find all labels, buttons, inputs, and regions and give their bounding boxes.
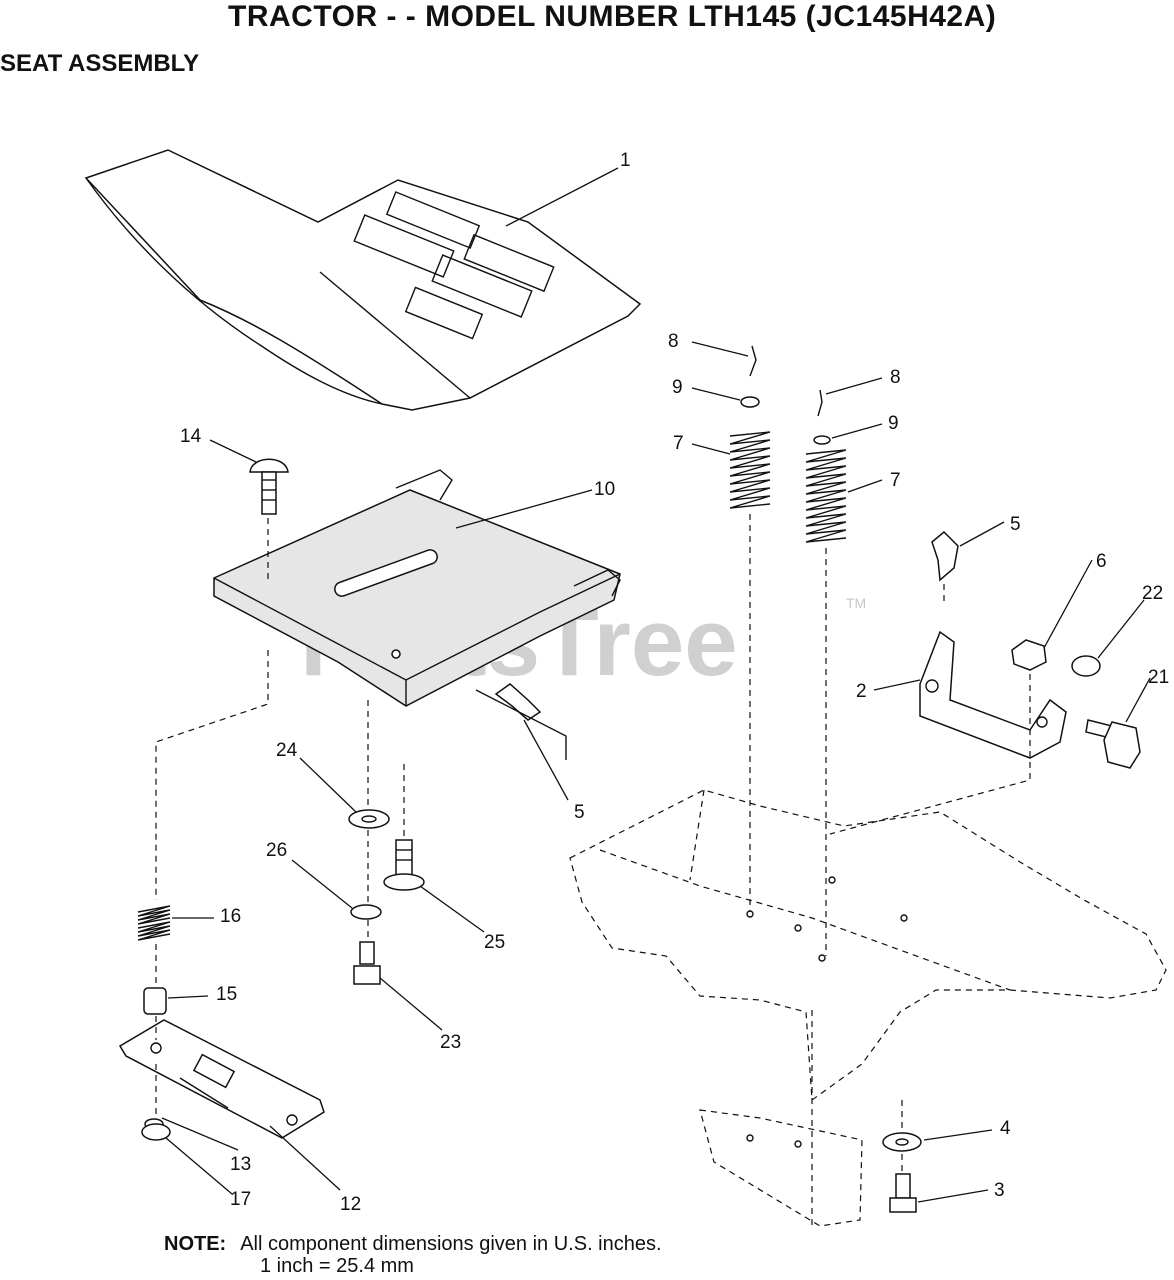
part-pivot-bracket[interactable]	[919, 630, 1067, 759]
part-washer-17[interactable]	[141, 1123, 171, 1141]
callout-25: 25	[484, 932, 505, 953]
callout-13: 13	[230, 1154, 251, 1175]
callout-9-left: 9	[672, 377, 683, 398]
callout-6: 6	[1096, 551, 1107, 572]
part-spring-16[interactable]	[137, 905, 171, 941]
callout-7-left: 7	[673, 433, 684, 454]
callout-22: 22	[1142, 583, 1163, 604]
callout-16: 16	[220, 906, 241, 927]
callout-17: 17	[230, 1189, 251, 1210]
note-label: NOTE:	[164, 1233, 227, 1255]
watermark-tm: TM	[846, 595, 866, 611]
part-shoulder-bolt-21[interactable]	[1085, 719, 1141, 769]
part-seat[interactable]	[84, 149, 642, 411]
callout-3: 3	[994, 1180, 1005, 1201]
callout-14: 14	[180, 426, 202, 447]
note-line-2: 1 inch = 25.4 mm	[260, 1255, 414, 1277]
footnote: NOTE: All component dimensions given in U…	[164, 1233, 662, 1277]
part-clip-right[interactable]	[931, 530, 959, 582]
note-line-1: All component dimensions given in U.S. i…	[240, 1233, 662, 1255]
part-adjust-bracket[interactable]	[118, 1019, 325, 1139]
callout-21: 21	[1148, 667, 1169, 688]
callout-8-right: 8	[890, 367, 901, 388]
part-seat-pan[interactable]	[213, 469, 621, 707]
part-lockwasher-26[interactable]	[350, 904, 382, 920]
part-stack-right[interactable]	[805, 389, 847, 543]
part-washer-4[interactable]	[882, 1132, 922, 1152]
callout-26: 26	[266, 840, 287, 861]
callout-7-right: 7	[890, 470, 901, 491]
callout-9-right: 9	[888, 413, 899, 434]
part-bushing-22[interactable]	[1071, 655, 1101, 677]
callout-1: 1	[620, 150, 631, 171]
part-hex-bolt-3[interactable]	[889, 1173, 917, 1213]
assembly-lines	[155, 514, 1031, 1172]
tractor-frame	[569, 789, 1167, 1228]
part-bushing-15[interactable]	[143, 987, 167, 1015]
callout-23: 23	[440, 1032, 461, 1053]
callout-15: 15	[216, 984, 237, 1005]
callout-10: 10	[594, 479, 615, 500]
part-washer-24[interactable]	[348, 809, 390, 829]
section-title: SEAT ASSEMBLY	[0, 50, 200, 77]
callout-24: 24	[276, 740, 298, 761]
part-hex-bolt-23[interactable]	[353, 941, 381, 985]
callout-8-left: 8	[668, 331, 679, 352]
callout-2: 2	[856, 681, 867, 702]
callout-4: 4	[1000, 1118, 1011, 1139]
callout-5-left: 5	[574, 802, 585, 823]
diagram-title: TRACTOR - - MODEL NUMBER LTH145 (JC145H4…	[228, 0, 997, 33]
part-stack-left[interactable]	[729, 345, 771, 509]
part-nut-6[interactable]	[1011, 639, 1047, 671]
part-shoulder-bolt[interactable]	[383, 839, 425, 891]
callout-5-right: 5	[1010, 514, 1021, 535]
callout-12: 12	[340, 1194, 361, 1215]
leader-lines	[161, 167, 1151, 1203]
part-carriage-bolt[interactable]	[249, 458, 289, 515]
part-clip-left[interactable]	[475, 683, 567, 760]
